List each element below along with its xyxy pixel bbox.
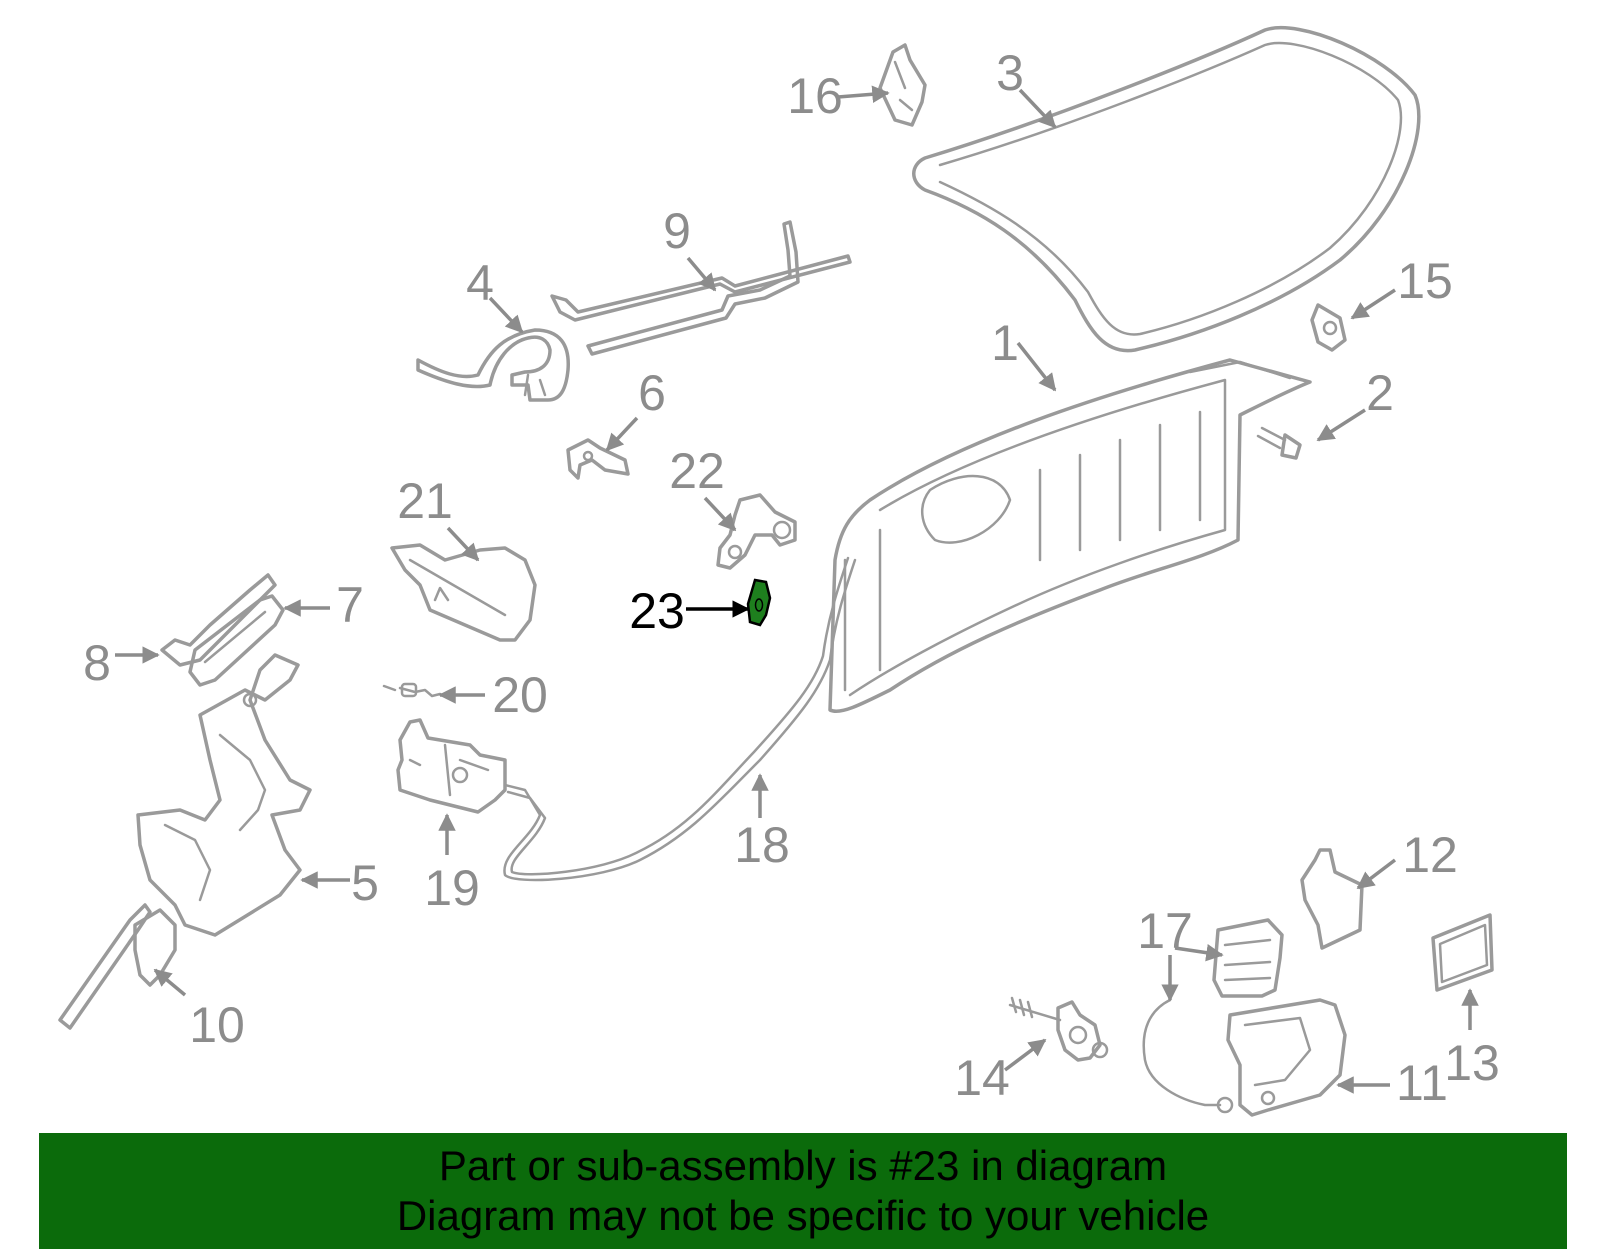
callout-7: 7: [336, 577, 364, 633]
callout-1: 1: [991, 315, 1019, 371]
part-17-actuator: [1212, 918, 1284, 998]
callout-5: 5: [351, 855, 379, 911]
banner-line-1: Part or sub-assembly is #23 in diagram: [438, 1142, 1168, 1189]
callout-6: 6: [638, 365, 666, 421]
part-20-connector: [382, 682, 442, 698]
part-15-bumper: [1310, 303, 1347, 352]
parts-diagram: 1 2 3 4 5 6 7 8 9 10 11 12 13 14 15 16 1…: [58, 25, 1500, 1117]
callout-12: 12: [1402, 827, 1458, 883]
callout-18: 18: [734, 817, 790, 873]
callout-21: 21: [397, 473, 453, 529]
part-2-bolt: [1256, 426, 1302, 460]
part-12-bracket: [1300, 848, 1364, 950]
callout-19: 19: [424, 860, 480, 916]
part-4-hinge: [416, 328, 570, 402]
part-3-weatherstrip: [912, 25, 1421, 353]
part-22-hinge-bracket: [716, 493, 797, 570]
part-23-highlighted: [746, 578, 772, 627]
callout-17: 17: [1137, 903, 1193, 959]
callout-labels: 1 2 3 4 5 6 7 8 9 10 11 12 13 14 15 16 1…: [83, 45, 1500, 1111]
callout-10: 10: [189, 997, 245, 1053]
part-21-cover: [390, 543, 537, 642]
banner-line-2: Diagram may not be specific to your vehi…: [396, 1192, 1210, 1239]
callout-4: 4: [466, 255, 494, 311]
callout-3: 3: [996, 45, 1024, 101]
callout-11: 11: [1396, 1055, 1448, 1111]
part-6-bracket: [566, 438, 630, 480]
part-11-latch-assembly: [1142, 998, 1347, 1117]
callout-16: 16: [787, 68, 843, 124]
callout-9: 9: [663, 203, 691, 259]
info-banner: Part or sub-assembly is #23 in diagram D…: [39, 1133, 1567, 1249]
part-8-bracket: [160, 573, 277, 667]
callout-23: 23: [629, 583, 685, 639]
part-19-latch: [396, 718, 507, 814]
part-16-clip: [878, 43, 927, 127]
part-18-release-cable: [503, 556, 857, 882]
callout-8: 8: [83, 635, 111, 691]
part-1-trunk-lid: [828, 358, 1312, 713]
part-9-torsion-rod: [550, 220, 852, 356]
part-5-hinge-box: [136, 653, 312, 937]
callout-2: 2: [1366, 365, 1394, 421]
callout-13: 13: [1444, 1035, 1500, 1091]
part-10-gas-strut: [58, 903, 177, 1030]
part-7-rail: [188, 594, 285, 687]
part-13-pad: [1431, 913, 1494, 992]
callout-22: 22: [669, 443, 725, 499]
leader-lines: [115, 85, 1479, 1094]
callout-14: 14: [954, 1050, 1010, 1106]
callout-15: 15: [1397, 253, 1453, 309]
callout-20: 20: [492, 667, 548, 723]
part-14-lock-cylinder: [1008, 996, 1109, 1062]
